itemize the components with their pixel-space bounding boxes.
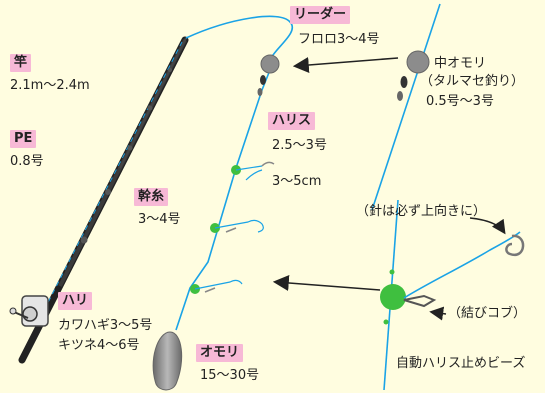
knot-note: （結びコブ） — [448, 306, 527, 321]
leader-line — [185, 15, 294, 61]
middle-sinker-size: 0.5号〜3号 — [426, 94, 494, 109]
fishing-rod — [9, 36, 189, 364]
leader-tag: リーダー — [290, 6, 351, 24]
branch-1 — [231, 161, 275, 175]
rod-tag: 竿 — [10, 54, 32, 72]
sinker-icon — [152, 331, 183, 391]
arrow-middle-sinker — [292, 57, 399, 73]
arrow-knot-note — [429, 306, 447, 321]
sinker-tag: オモリ — [196, 344, 244, 362]
branch-2 — [210, 219, 264, 233]
sinker-size: 15〜30号 — [200, 368, 260, 383]
branch-3 — [190, 279, 243, 294]
detail-rig — [380, 199, 525, 391]
hook-icon — [505, 234, 525, 257]
mikiito-line — [175, 69, 271, 331]
harisu-tag: ハリス — [268, 112, 316, 130]
mikiito-tag: 幹糸 — [134, 188, 169, 206]
harisu-size: 2.5〜3号 — [272, 138, 327, 153]
middle-sinker-method: （タルマセ釣り） — [420, 74, 525, 89]
arrow-detail — [272, 275, 381, 291]
main-line-tag: PE — [10, 130, 37, 148]
rod-length: 2.1m〜2.4m — [10, 78, 90, 93]
middle-sinker-title: 中オモリ — [434, 56, 487, 71]
hook-tag: ハリ — [58, 292, 93, 310]
main-swivel — [257, 54, 280, 96]
arrow-hook-note — [469, 217, 506, 235]
hook-size-kawahagi: カワハギ3〜5号 — [58, 318, 153, 333]
hook-size-kitsune: キツネ4〜6号 — [58, 338, 140, 353]
bead-label: 自動ハリス止めビーズ — [396, 356, 526, 371]
hook-note: （針は必ず上向きに） — [356, 204, 487, 219]
reel-icon — [9, 295, 49, 327]
main-line-size: 0.8号 — [10, 154, 44, 169]
leader-size: フロロ3〜4号 — [298, 32, 380, 47]
middle-sinker-rig — [371, 3, 441, 211]
branch-top — [245, 169, 263, 181]
harisu-length: 3〜5cm — [272, 174, 322, 189]
mikiito-size: 3〜4号 — [138, 212, 181, 227]
